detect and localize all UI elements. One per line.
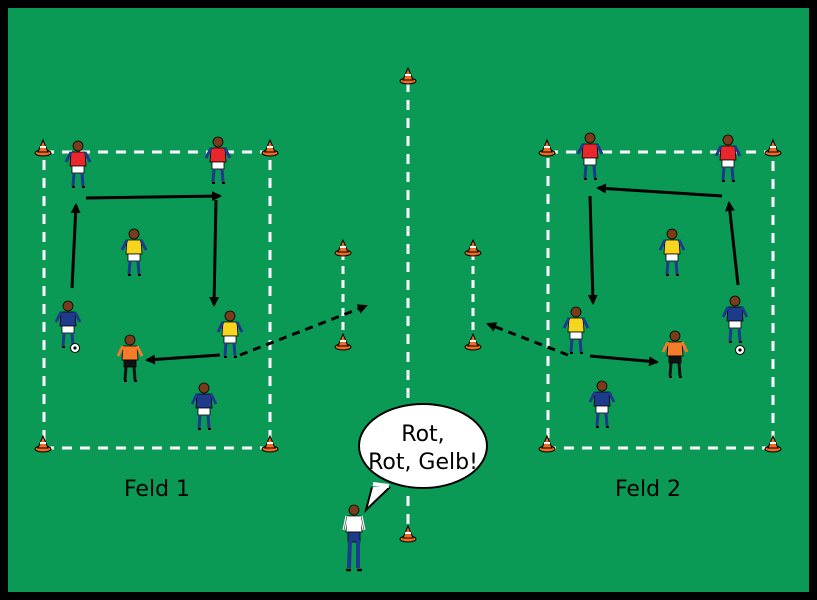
arrow-icon bbox=[85, 191, 222, 202]
speech-line-1: Rot, bbox=[401, 422, 444, 447]
field-2-boundary bbox=[546, 150, 775, 450]
arrow-icon bbox=[587, 195, 598, 305]
arrow-icon bbox=[209, 199, 220, 307]
arrow-icon bbox=[145, 353, 221, 365]
arrow-icon bbox=[486, 322, 569, 357]
arrow-icon bbox=[596, 183, 723, 198]
ball-icon bbox=[735, 345, 745, 355]
coach-icon bbox=[342, 504, 366, 572]
field-2-label: Feld 2 bbox=[615, 477, 681, 502]
field-1 bbox=[34, 135, 368, 453]
arrow-icon bbox=[589, 354, 659, 367]
field-1-boundary bbox=[42, 150, 272, 450]
arrow-icon bbox=[239, 304, 368, 357]
arrow-icon bbox=[724, 201, 740, 286]
arrow-icon bbox=[70, 203, 81, 289]
speech-bubble: Rot, Rot, Gelb! bbox=[358, 403, 488, 514]
ball-icon bbox=[70, 343, 80, 353]
field-2 bbox=[464, 131, 782, 453]
speech-line-2: Rot, Gelb! bbox=[368, 450, 478, 475]
field-1-label: Feld 1 bbox=[124, 477, 190, 502]
